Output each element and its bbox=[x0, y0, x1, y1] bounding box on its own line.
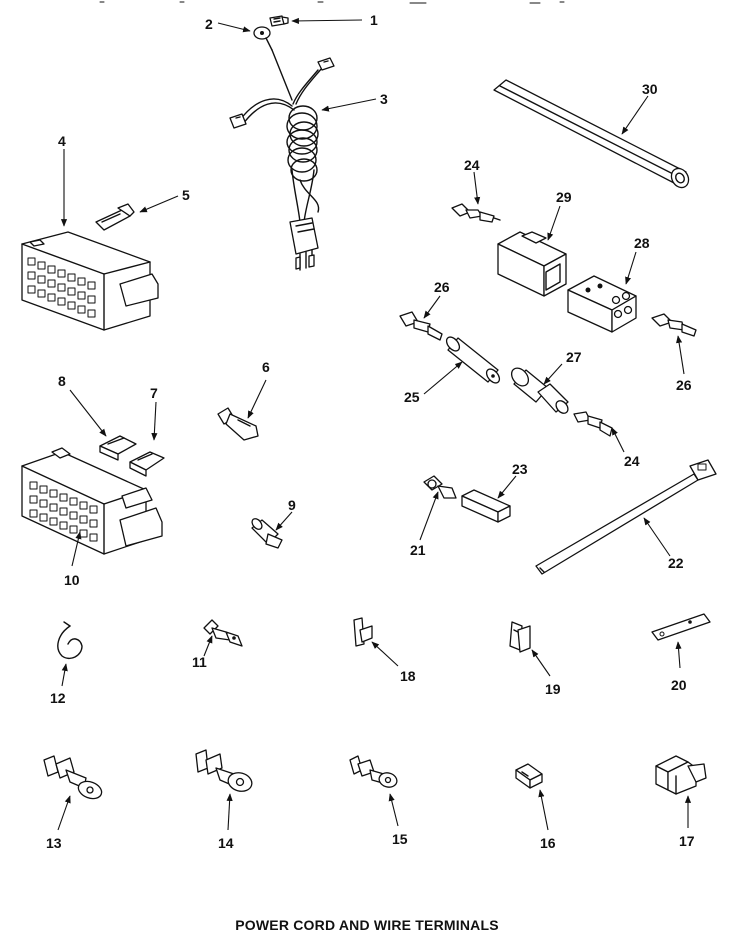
part-26-socket-terminal-left bbox=[399, 311, 443, 341]
callout-24a: 24 bbox=[464, 157, 480, 173]
callout-9: 9 bbox=[288, 497, 296, 513]
part-20-strip-terminal bbox=[651, 613, 711, 641]
callout-18: 18 bbox=[400, 668, 416, 684]
callout-13: 13 bbox=[46, 835, 62, 851]
callout-26a: 26 bbox=[434, 279, 450, 295]
callout-14: 14 bbox=[218, 835, 234, 851]
callout-20: 20 bbox=[671, 677, 687, 693]
callout-19: 19 bbox=[545, 681, 561, 697]
part-24-pin-terminal-lower bbox=[573, 411, 613, 437]
callout-30: 30 bbox=[642, 81, 658, 97]
part-10-connector-housing bbox=[21, 447, 163, 555]
callout-8: 8 bbox=[58, 373, 66, 389]
part-9-insulated-terminal bbox=[251, 518, 283, 549]
part-14-ring-terminal bbox=[195, 749, 253, 792]
callout-11: 11 bbox=[192, 654, 207, 670]
callout-7: 7 bbox=[150, 385, 158, 401]
part-25-insulator-sleeve bbox=[445, 336, 501, 384]
part-5-terminal bbox=[95, 203, 135, 231]
callout-29: 29 bbox=[556, 189, 572, 205]
part-22-cable-tie bbox=[535, 459, 717, 575]
part-19-blade-terminal bbox=[509, 621, 531, 653]
callout-27: 27 bbox=[566, 349, 582, 365]
callout-25: 25 bbox=[404, 389, 420, 405]
callout-21: 21 bbox=[410, 542, 426, 558]
part-4-connector-housing bbox=[21, 231, 159, 331]
callout-4: 4 bbox=[58, 133, 66, 149]
callout-3: 3 bbox=[380, 91, 388, 107]
callout-10: 10 bbox=[64, 572, 80, 588]
part-30-tube bbox=[493, 79, 690, 189]
part-13-ring-terminal bbox=[43, 755, 103, 800]
part-28-male-housing bbox=[567, 275, 637, 333]
callout-12: 12 bbox=[50, 690, 66, 706]
part-29-female-housing bbox=[497, 231, 567, 297]
callout-15: 15 bbox=[392, 831, 408, 847]
part-11-terminal bbox=[203, 619, 243, 647]
cropped-top-edge bbox=[99, 1, 565, 4]
part-17-bracket-terminal bbox=[655, 755, 707, 795]
part-8-terminal bbox=[99, 435, 137, 461]
callout-17: 17 bbox=[679, 833, 695, 849]
part-26-socket-terminal-right bbox=[651, 313, 697, 337]
callout-26b: 26 bbox=[676, 377, 692, 393]
part-1-screw bbox=[269, 15, 289, 27]
callout-23: 23 bbox=[512, 461, 528, 477]
part-23-block-insulator bbox=[461, 489, 511, 523]
part-7-terminal bbox=[129, 451, 165, 477]
part-3-power-cord bbox=[229, 49, 335, 271]
callout-5: 5 bbox=[182, 187, 190, 203]
part-24-pin-terminal-upper bbox=[451, 203, 501, 223]
callout-16: 16 bbox=[540, 835, 556, 851]
part-16-small-connector bbox=[515, 763, 543, 789]
part-21-connector bbox=[423, 475, 457, 499]
part-18-clip-terminal bbox=[353, 617, 373, 647]
callout-1: 1 bbox=[370, 12, 378, 28]
part-12-spring-clip bbox=[57, 621, 83, 660]
callout-6: 6 bbox=[262, 359, 270, 375]
part-15-ring-terminal bbox=[349, 755, 398, 788]
callout-22: 22 bbox=[668, 555, 684, 571]
callout-28: 28 bbox=[634, 235, 650, 251]
part-6-spade-terminal bbox=[217, 407, 259, 441]
callout-2: 2 bbox=[205, 16, 213, 32]
diagram-caption: POWER CORD AND WIRE TERMINALS bbox=[235, 917, 499, 933]
part-27-insulator bbox=[510, 367, 569, 414]
part-2-ring-terminal bbox=[253, 26, 273, 51]
callout-24b: 24 bbox=[624, 453, 640, 469]
